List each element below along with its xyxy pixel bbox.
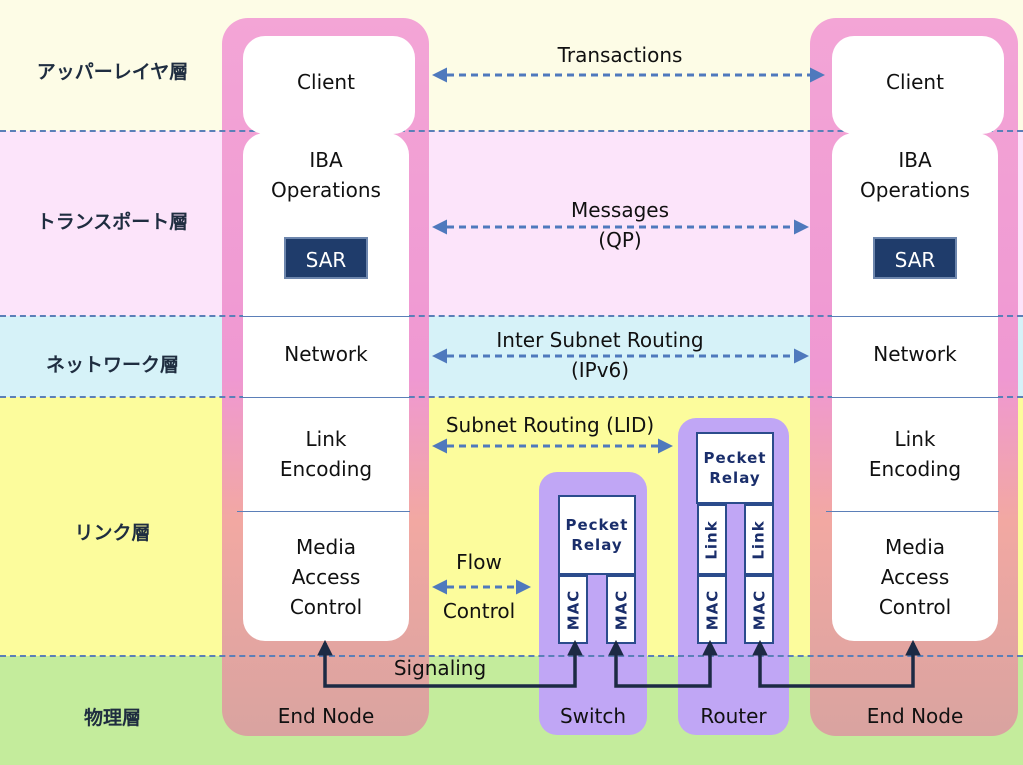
separator-right	[826, 511, 999, 512]
messages-line1: Messages	[570, 198, 670, 222]
iba-line1-left: IBA	[309, 148, 343, 172]
inter-subnet-line2: (IPv6)	[570, 358, 630, 382]
router-label: Router	[700, 704, 767, 728]
switch-label: Switch	[559, 704, 627, 728]
layer-label-upper: アッパーレイヤ層	[36, 61, 189, 83]
end-node-label-left: End Node	[277, 704, 375, 728]
flow-control-label: Flow Control	[424, 547, 534, 645]
router-packet-relay: Pecket Relay	[696, 432, 774, 504]
link-line1-left: Link	[305, 427, 347, 451]
signaling-label: Signaling	[393, 656, 487, 680]
mac-line3-left: Control	[289, 595, 363, 619]
messages-line2: (QP)	[598, 228, 642, 252]
subnet-routing-label: Subnet Routing (LID)	[445, 413, 655, 437]
iba-line2-left: Operations	[271, 178, 381, 202]
iba-operations-left: IBA Operations	[243, 145, 409, 205]
switch-mac-a: MAC	[558, 575, 588, 644]
protocol-stack-left	[243, 133, 409, 641]
router-relay-line2: Relay	[709, 469, 761, 487]
iba-operations-right: IBA Operations	[832, 145, 998, 205]
mac-line2-left: Access	[291, 565, 361, 589]
router-mac-a: MAC	[697, 575, 727, 644]
router-relay-line1: Pecket	[703, 449, 767, 467]
router-link-a: Link	[697, 504, 727, 575]
network-label-left: Network	[284, 342, 368, 366]
switch-relay-line1: Pecket	[565, 516, 629, 534]
layer-label-network: ネットワーク層	[45, 354, 179, 376]
signaling-line-1	[317, 639, 583, 688]
iba-line2-right: Operations	[860, 178, 970, 202]
protocol-stack-right	[832, 133, 998, 641]
separator-left	[243, 316, 409, 317]
link-line2-left: Encoding	[279, 457, 373, 481]
mac-line3-right: Control	[878, 595, 952, 619]
layer-divider	[0, 315, 1023, 317]
messages-label: Messages (QP)	[500, 195, 740, 255]
iba-line1-right: IBA	[898, 148, 932, 172]
mac-line1-right: Media	[884, 535, 946, 559]
separator-left	[243, 397, 409, 398]
transactions-label: Transactions	[557, 43, 683, 67]
client-box-right	[832, 36, 1004, 134]
sar-box-right: SAR	[873, 237, 957, 279]
inter-subnet-line1: Inter Subnet Routing	[496, 328, 704, 352]
layer-divider	[0, 396, 1023, 398]
separator-right	[832, 397, 998, 398]
link-line2-right: Encoding	[868, 457, 962, 481]
router-link-b: Link	[744, 504, 774, 575]
client-box-left	[243, 36, 415, 134]
signaling-line-3	[752, 639, 921, 688]
mac-line1-left: Media	[295, 535, 357, 559]
flow-line1: Flow	[456, 550, 502, 574]
link-line1-right: Link	[894, 427, 936, 451]
layer-label-transport: トランスポート層	[36, 211, 189, 233]
sar-box-left: SAR	[284, 237, 368, 279]
client-label-right: Client	[886, 70, 944, 94]
layer-divider	[0, 655, 1023, 657]
mac-line2-right: Access	[880, 565, 950, 589]
router-mac-b: MAC	[744, 575, 774, 644]
media-access-control-left: Media Access Control	[243, 532, 409, 622]
end-node-label-right: End Node	[866, 704, 964, 728]
flow-line2: Control	[442, 599, 516, 623]
switch-relay-line2: Relay	[571, 536, 623, 554]
switch-mac-b: MAC	[606, 575, 636, 644]
switch-packet-relay: Pecket Relay	[558, 495, 636, 575]
client-label-left: Client	[297, 70, 355, 94]
layer-divider	[0, 130, 1023, 132]
link-encoding-right: Link Encoding	[832, 424, 998, 484]
separator-right	[832, 316, 998, 317]
media-access-control-right: Media Access Control	[832, 532, 998, 622]
layer-label-link: リンク層	[74, 522, 151, 544]
separator-left	[237, 511, 410, 512]
signaling-line-2	[608, 639, 718, 688]
link-encoding-left: Link Encoding	[243, 424, 409, 484]
inter-subnet-label: Inter Subnet Routing (IPv6)	[470, 325, 730, 385]
layer-label-physical: 物理層	[83, 707, 141, 729]
network-label-right: Network	[873, 342, 957, 366]
